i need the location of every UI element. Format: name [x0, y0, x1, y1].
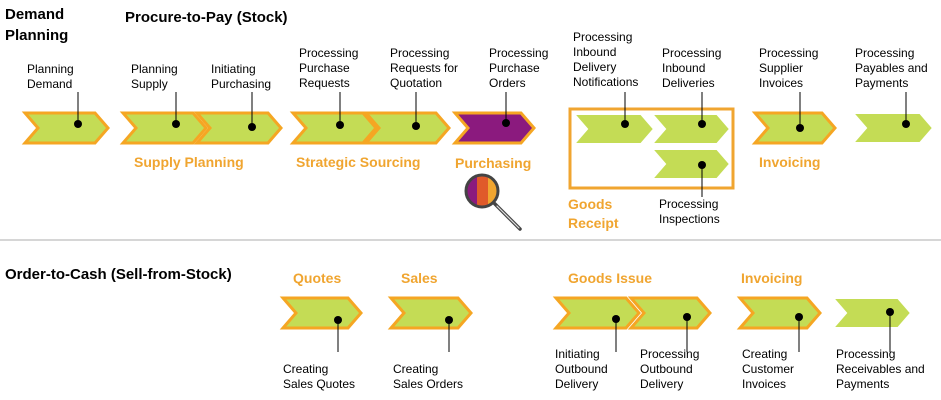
dot-processing-outbound-delivery [683, 313, 691, 321]
procure-to-pay-title: Procure-to-Pay (Stock) [125, 9, 288, 26]
dot-planning-supply [172, 120, 180, 128]
dot-processing-inbound-delivery-notifications [621, 120, 629, 128]
top-group-labels: Supply Planning Strategic Sourcing Purch… [134, 154, 820, 231]
group-purchasing: Purchasing [455, 155, 531, 171]
dot-initiating-outbound-delivery [612, 315, 620, 323]
chevron-creating-customer-invoices[interactable] [736, 296, 822, 330]
dot-processing-receivables-and-payments [886, 308, 894, 316]
chevron-processing-inspections[interactable] [649, 148, 732, 180]
chevron-processing-inbound-delivery-notifications[interactable] [571, 113, 656, 145]
top-step-dots [74, 119, 910, 169]
label-processing-supplier-invoices: Processing Supplier Invoices [759, 46, 822, 90]
label-planning-demand: Planning Demand [27, 62, 77, 91]
chevron-creating-sales-quotes[interactable] [279, 296, 363, 330]
label-initiating-purchasing: Initiating Purchasing [211, 62, 271, 91]
chevron-planning-demand[interactable] [21, 111, 110, 145]
dot-processing-supplier-invoices [796, 124, 804, 132]
bottom-step-labels: Creating Sales Quotes Creating Sales Ord… [283, 347, 928, 391]
label-processing-receivables-and-payments: Processing Receivables and Payments [836, 347, 928, 391]
label-creating-sales-quotes: Creating Sales Quotes [283, 362, 355, 391]
group-invoicing-bottom: Invoicing [741, 270, 802, 286]
label-processing-payables-and-payments: Processing Payables and Payments [855, 46, 931, 90]
group-goods-receipt-line2: Receipt [568, 215, 619, 231]
bottom-step-dots [334, 308, 894, 324]
label-processing-purchase-orders: Processing Purchase Orders [489, 46, 552, 90]
group-supply-planning: Supply Planning [134, 154, 244, 170]
label-processing-requests-for-quotation: Processing Requests for Quotation [390, 46, 461, 90]
bottom-connectors [337, 312, 891, 352]
magnifier-icon [464, 173, 522, 231]
chevron-processing-purchase-requests[interactable] [289, 111, 378, 145]
top-step-labels: Planning Demand Planning Supply Initiati… [27, 30, 931, 226]
goods-receipt-box [568, 107, 735, 190]
chevron-creating-sales-orders[interactable] [387, 296, 473, 330]
group-goods-issue: Goods Issue [568, 270, 652, 286]
label-creating-sales-orders: Creating Sales Orders [393, 362, 463, 391]
label-processing-purchase-requests: Processing Purchase Requests [299, 46, 362, 90]
chevron-processing-payables-and-payments[interactable] [850, 112, 935, 144]
group-invoicing-top: Invoicing [759, 154, 820, 170]
chevron-processing-supplier-invoices[interactable] [751, 111, 837, 145]
chevron-initiating-outbound-delivery[interactable] [552, 296, 641, 330]
dot-creating-customer-invoices [795, 313, 803, 321]
top-connectors [77, 92, 907, 197]
label-initiating-outbound-delivery: Initiating Outbound Delivery [555, 347, 611, 391]
label-planning-supply: Planning Supply [131, 62, 181, 91]
group-strategic-sourcing: Strategic Sourcing [296, 154, 420, 170]
dot-creating-sales-orders [445, 316, 453, 324]
chevron-processing-inbound-deliveries[interactable] [649, 113, 732, 145]
chevron-processing-purchase-orders[interactable] [451, 111, 536, 145]
chevron-initiating-purchasing[interactable] [193, 111, 283, 145]
dot-planning-demand [74, 120, 82, 128]
label-processing-inbound-deliveries: Processing Inbound Deliveries [662, 46, 725, 90]
dot-initiating-purchasing [248, 123, 256, 131]
dot-processing-inspections [698, 161, 706, 169]
bottom-group-labels: Quotes Sales Goods Issue Invoicing [293, 270, 802, 286]
label-processing-inbound-delivery-notifications: Processing Inbound Delivery Notification… [573, 30, 638, 89]
demand-planning-title-line1: Demand [5, 6, 64, 23]
group-sales: Sales [401, 270, 438, 286]
chevron-processing-receivables-and-payments[interactable] [830, 297, 913, 329]
dot-creating-sales-quotes [334, 316, 342, 324]
chevron-processing-requests-for-quotation[interactable] [362, 111, 451, 145]
dot-processing-payables-and-payments [902, 120, 910, 128]
dot-processing-purchase-orders [502, 119, 510, 127]
dot-processing-inbound-deliveries [698, 120, 706, 128]
demand-planning-title-line2: Planning [5, 27, 68, 44]
chevron-processing-outbound-delivery[interactable] [627, 296, 712, 330]
order-to-cash-title: Order-to-Cash (Sell-from-Stock) [5, 266, 232, 283]
label-processing-outbound-delivery: Processing Outbound Delivery [640, 347, 703, 391]
dot-processing-purchase-requests [336, 121, 344, 129]
chevron-planning-supply[interactable] [119, 111, 208, 145]
dot-processing-requests-for-quotation [412, 122, 420, 130]
label-processing-inspections: Processing Inspections [659, 197, 722, 226]
group-quotes: Quotes [293, 270, 341, 286]
group-goods-receipt-line1: Goods [568, 196, 613, 212]
label-creating-customer-invoices: Creating Customer Invoices [742, 347, 797, 391]
